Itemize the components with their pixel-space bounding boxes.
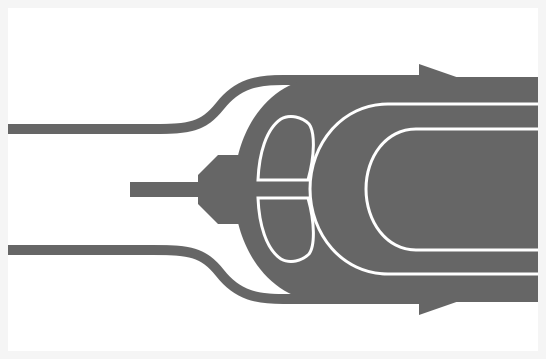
flow-diagram <box>8 64 538 315</box>
lower-lens-segment <box>256 196 315 263</box>
probe-nozzle <box>198 155 244 224</box>
lower-flow-line <box>8 245 423 304</box>
outer-contour <box>308 102 538 276</box>
upper-lens-segment <box>256 115 315 182</box>
diagram-panel <box>8 8 538 351</box>
inner-contour <box>364 127 538 252</box>
main-body <box>234 77 538 302</box>
upper-flow-line <box>8 75 423 134</box>
probe-stem <box>130 182 205 197</box>
